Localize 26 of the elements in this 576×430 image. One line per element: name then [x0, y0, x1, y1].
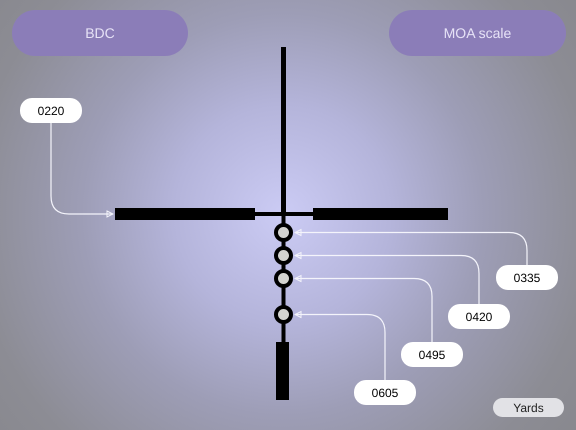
- yardage-tag: [354, 380, 416, 405]
- heading-text: BDC: [85, 24, 115, 42]
- yardage-tag: [20, 98, 82, 123]
- holdover-circle: [274, 269, 293, 288]
- leader-arrow: [294, 252, 480, 304]
- yardage-value: 0605: [372, 386, 398, 400]
- unit-tag: [493, 398, 564, 417]
- holdover-circle: [274, 223, 293, 242]
- yardage-tag: [448, 304, 510, 329]
- leader-arrow: [294, 311, 386, 380]
- yardage-value: 0220: [38, 104, 64, 118]
- holdover-circle: [274, 246, 293, 265]
- yardage-value: 0420: [466, 310, 492, 324]
- scale-heading-pill: [389, 10, 566, 56]
- reticle-bar: [115, 208, 255, 220]
- leader-arrow: [294, 275, 433, 342]
- unit-text: Yards: [513, 400, 544, 414]
- yardage-value: 0495: [418, 348, 446, 362]
- scale-heading-pill: [12, 10, 188, 56]
- yardage-tag: [401, 342, 463, 367]
- leader-arrow: [294, 229, 528, 265]
- yardage-tag: [496, 265, 558, 290]
- holdover-circle: [274, 305, 293, 324]
- leader-arrow: [50, 123, 114, 218]
- heading-text: MOA scale: [444, 24, 512, 42]
- yardage-value: 0335: [514, 270, 540, 284]
